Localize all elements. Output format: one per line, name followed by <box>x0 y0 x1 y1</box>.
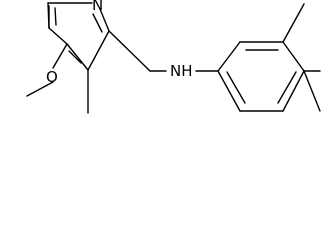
chemical-structure: N O NH <box>26 0 321 114</box>
bond-c2-c3 <box>87 30 110 71</box>
bond-b1-b2 <box>217 41 241 72</box>
bond-c4-oxygen <box>52 43 68 69</box>
bond-c3-c4 <box>66 43 89 71</box>
ring-nitrogen-label: N <box>92 0 103 14</box>
bond-b4-methyl-down <box>303 70 321 112</box>
bond-b4-b5-inner <box>277 71 297 104</box>
bond-c4-c5 <box>48 27 68 45</box>
bond-n1-c2 <box>99 8 110 32</box>
amine-label: NH <box>170 62 193 80</box>
bond-c5-c6-inner <box>54 7 57 26</box>
pyridine-ring <box>47 2 110 71</box>
bond-b6-b1-inner <box>226 71 246 104</box>
bond-b6-b1 <box>217 70 241 112</box>
bond-b3-methyl <box>282 3 305 43</box>
bond-b4-b5 <box>282 70 305 112</box>
ether-oxygen-label: O <box>46 68 58 86</box>
bond-b3-b4 <box>282 41 305 72</box>
pyridine-substituents <box>26 5 167 114</box>
bond-n1-c2-inner <box>92 13 103 33</box>
bond-c2-ch2 <box>108 30 151 72</box>
benzene-substituents <box>282 3 321 112</box>
benzene-ring <box>217 41 305 112</box>
bond-oxygen-methyl <box>26 81 54 97</box>
bond-c3-c4-inner <box>68 50 82 64</box>
